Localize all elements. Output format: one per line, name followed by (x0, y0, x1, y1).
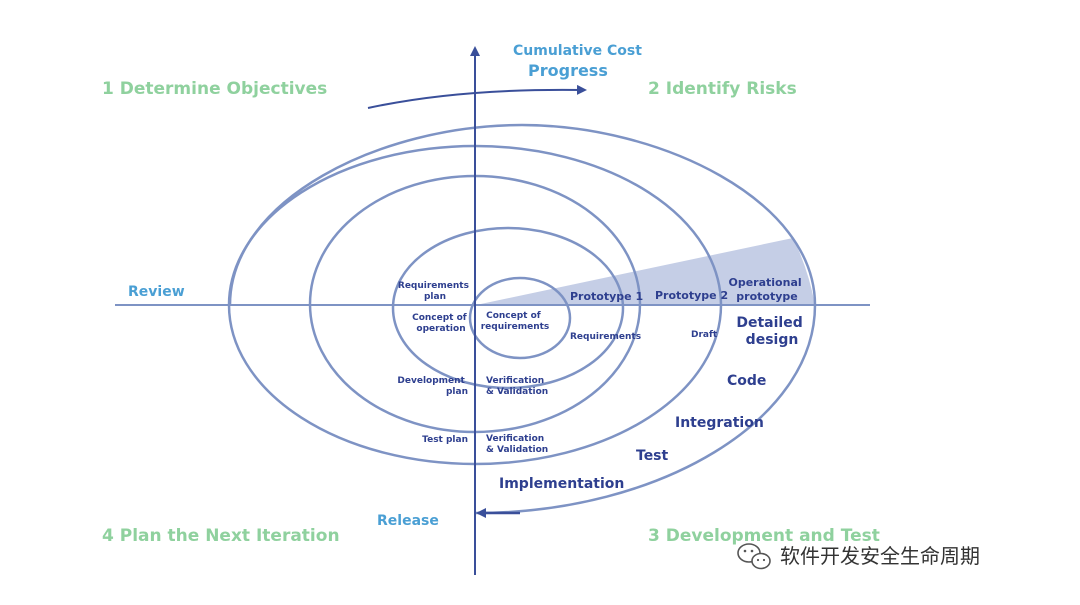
code-label: Code (727, 373, 766, 389)
prototype-1-label: Prototype 1 (570, 290, 643, 303)
operational-prototype-label: Operational prototype (729, 276, 806, 303)
cumulative-cost-label: Cumulative Cost (513, 43, 642, 59)
concept-of-operation-label: Concept of operation (412, 313, 470, 334)
quadrant-4-label: 4 Plan the Next Iteration (102, 526, 340, 546)
spiral-loop-1 (468, 276, 572, 360)
wechat-icon (737, 543, 771, 570)
implementation-label: Implementation (499, 476, 624, 492)
draft-label: Draft (691, 330, 718, 340)
verification-validation-1-label: Verification & Validation (486, 376, 548, 397)
test-plan-label: Test plan (422, 435, 468, 445)
watermark-text: 软件开发安全生命周期 (780, 544, 980, 568)
quadrant-1-label: 1 Determine Objectives (102, 79, 327, 99)
risk-analysis-wedge (476, 238, 815, 305)
requirements-plan-label: Requirements plan (398, 281, 472, 302)
release-label: Release (377, 513, 439, 529)
integration-label: Integration (675, 415, 764, 431)
progress-label: Progress (528, 61, 608, 80)
review-label: Review (128, 284, 185, 300)
spiral-loop-outer (228, 123, 817, 515)
development-plan-label: Development plan (397, 376, 468, 397)
progress-arrow (367, 84, 587, 109)
test-label: Test (636, 448, 669, 464)
spiral-loop-2 (391, 226, 625, 390)
quadrant-2-label: 2 Identify Risks (648, 79, 797, 99)
detailed-design-label: Detailed design (736, 315, 807, 348)
requirements-label: Requirements (570, 332, 641, 342)
quadrant-3-label: 3 Development and Test (648, 526, 880, 546)
prototype-2-label: Prototype 2 (655, 289, 728, 302)
concept-of-requirements-label: Concept of requirements (481, 311, 550, 332)
verification-validation-2-label: Verification & Validation (486, 434, 548, 455)
